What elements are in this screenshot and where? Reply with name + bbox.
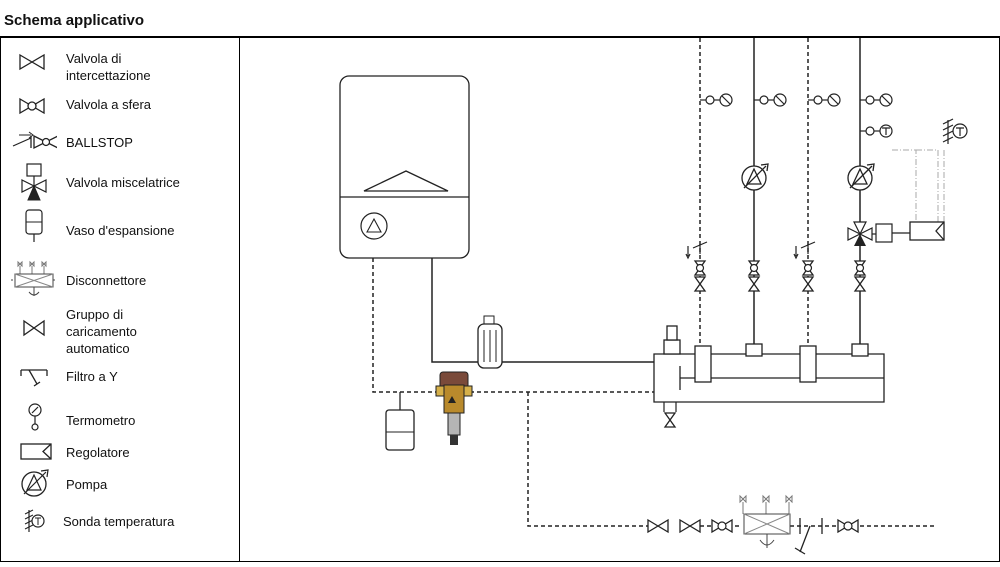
legend-label: Filtro a Y: [66, 369, 118, 384]
title-divider: [0, 36, 1000, 38]
legend-label: Valvola miscelatrice: [66, 175, 180, 190]
temperature-probe: [942, 118, 968, 144]
boiler: [339, 75, 470, 259]
filter-cartridge: [477, 315, 503, 369]
disconnector: [739, 494, 793, 548]
disconnector-icon: [11, 260, 57, 296]
regulator-icon: [20, 443, 52, 460]
legend-label: Sonda temperatura: [63, 514, 175, 529]
ball-valve-icon: [19, 97, 45, 115]
legend-label: Termometro: [66, 413, 136, 428]
y-filter-icon: [20, 369, 48, 387]
dirt-separator: [435, 371, 473, 445]
legend-label: Regolatore: [66, 445, 130, 460]
hydraulic-schema: [239, 38, 1000, 562]
gate-valve-icon: [19, 53, 45, 71]
ballstop-icon: [12, 131, 57, 150]
legend-label: Pompa: [66, 477, 108, 492]
legend-label: Disconnettore: [66, 273, 147, 288]
legend-label: Vaso d'espansione: [66, 223, 175, 238]
mixing-valve: [847, 221, 945, 246]
mixing-valve-icon: [21, 163, 47, 201]
auto-fill-group-icon: [23, 319, 45, 337]
manifold: [653, 325, 885, 428]
schema-drawing: [339, 38, 968, 555]
page-title: Schema applicativo: [4, 12, 145, 29]
legend-label: Valvola a sfera: [66, 97, 152, 112]
expansion-vessel-icon: [25, 209, 43, 242]
expansion-vessel: [385, 392, 415, 451]
thermometer-icon: [28, 403, 42, 431]
temperature-probe-icon: [24, 509, 45, 532]
legend-label: BALLSTOP: [66, 135, 133, 150]
pump-icon: [21, 469, 49, 497]
